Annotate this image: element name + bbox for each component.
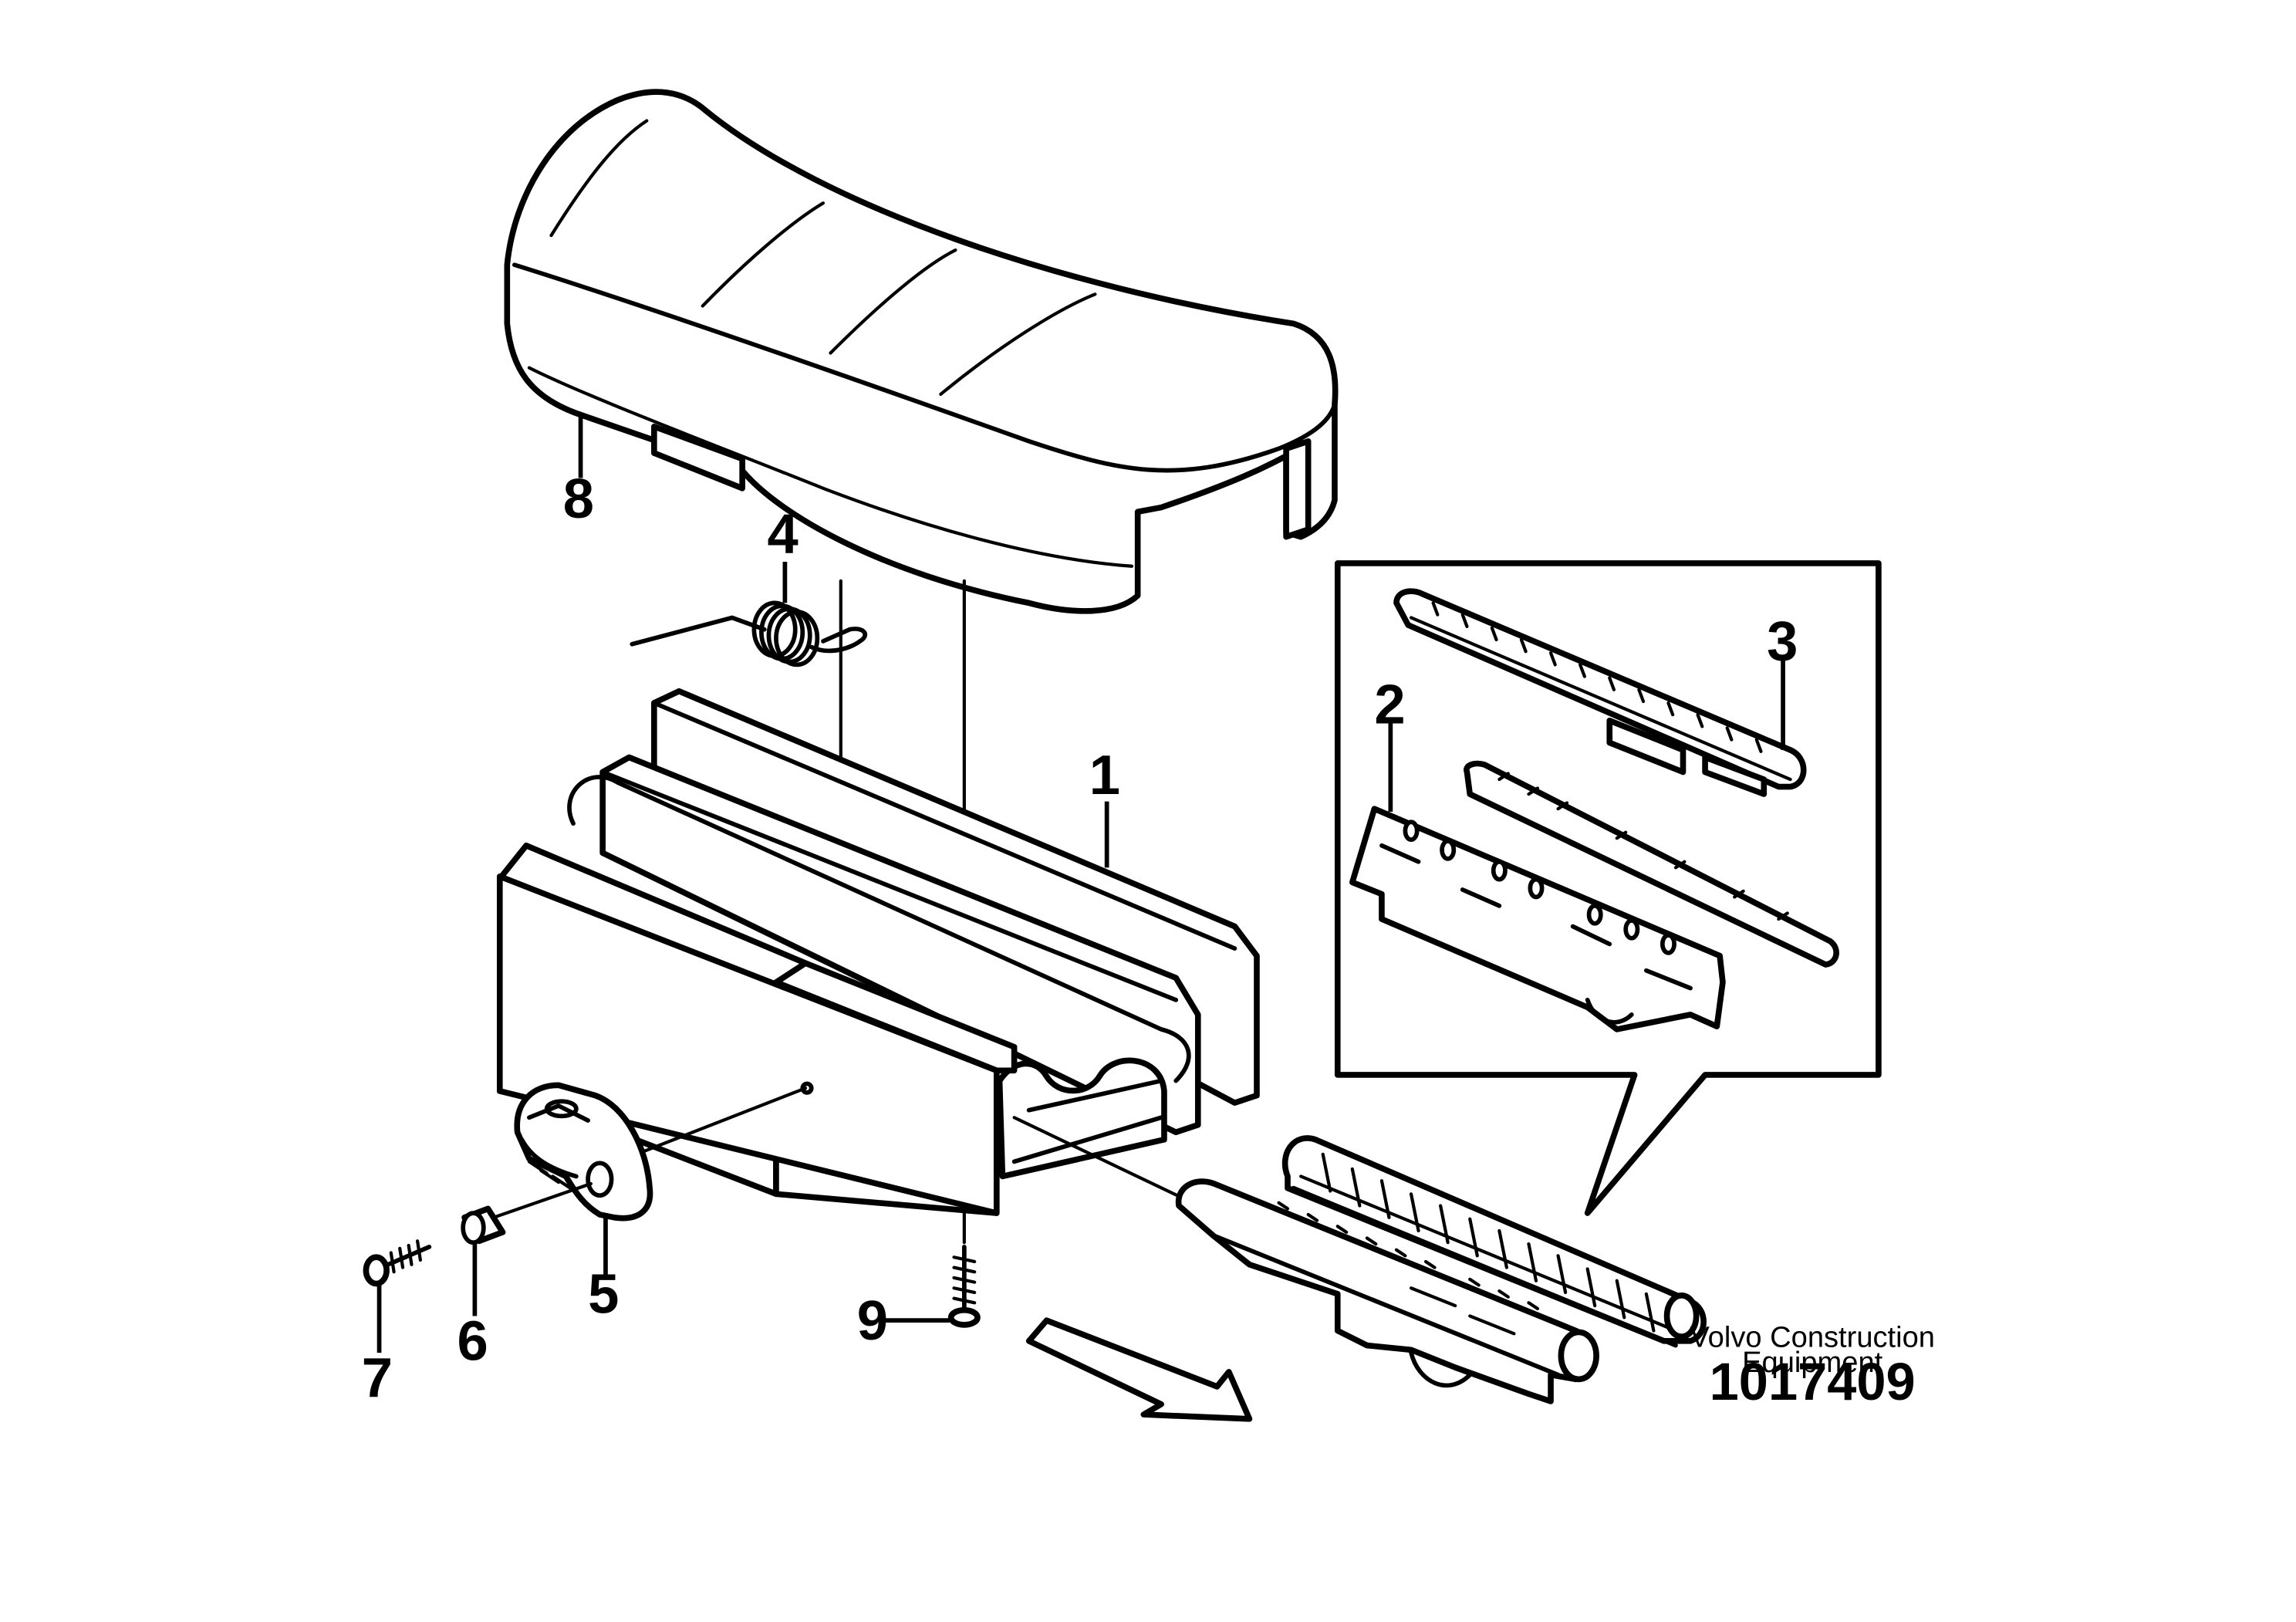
callout-5: 5 [588,1263,619,1326]
seat-cushion-part-8 [504,89,1339,614]
seat-frame-part-1 [496,688,1260,1216]
screw-part-9 [947,1245,981,1328]
assembly-guide-line [483,1181,593,1222]
callout-1: 1 [1089,744,1120,806]
brand-label-line-1: Volvo Construction [1690,1321,1935,1353]
assembly-guide-line [642,1086,808,1154]
direction-arrow [1025,1317,1253,1422]
callout-6: 6 [458,1310,488,1373]
toothed-rail-part-3 [1393,588,1807,797]
callout-3: 3 [1767,610,1798,673]
adjustment-lever-part-5 [514,1082,653,1222]
diagram-reference-number: 1017409 [1710,1352,1916,1411]
assembly-guide-line [1012,1116,1185,1201]
brand-label-line-2: Equipment [1742,1347,1883,1379]
bushing-part-6 [461,1205,506,1245]
slide-rail-assembly [1175,1135,1707,1404]
torsion-spring-part-4 [630,600,868,667]
detail-inset-box: 3 2 [1334,560,1882,1216]
slotted-rail-part-2 [1349,760,1839,1032]
callout-7: 7 [362,1347,393,1409]
screw-part-7 [363,1239,432,1287]
callout-8: 8 [563,468,594,530]
callout-4: 4 [768,503,799,566]
callout-9: 9 [857,1289,888,1352]
callout-2: 2 [1374,674,1405,736]
